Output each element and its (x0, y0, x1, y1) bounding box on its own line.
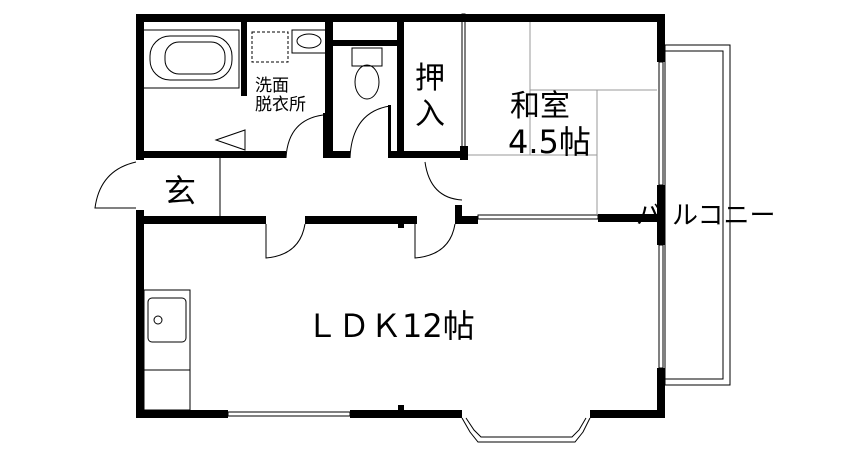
japanese-room-size: 4.5帖 (508, 123, 591, 161)
sink (147, 297, 187, 343)
entrance-label: 玄 (164, 172, 196, 210)
toilet (351, 47, 383, 100)
ldk-door-2 (414, 223, 456, 259)
doors (94, 105, 463, 259)
ldk-label: ＬＤＫ12帖 (306, 307, 475, 345)
bathtub (142, 29, 240, 89)
walls (136, 14, 665, 418)
ldk-door-1 (265, 223, 306, 259)
balcony-label: ルコニー (672, 201, 775, 231)
washroom-label-1: 洗面 (255, 76, 289, 96)
washing-machine (251, 31, 289, 63)
kitchen-counter (143, 289, 191, 411)
entrance-door (94, 161, 137, 209)
japanese-room-door (424, 161, 463, 201)
wash-basin (291, 29, 327, 54)
washroom-door (285, 114, 324, 159)
washroom-label-2: 脱衣所 (255, 95, 306, 115)
balcony-label-prefix: バ (636, 201, 662, 231)
windows (227, 13, 664, 443)
toilet-door (349, 105, 391, 159)
japanese-room-label: 和室 (510, 89, 570, 124)
closet-label-2: 入 (415, 97, 445, 132)
tatami-lines (468, 22, 657, 214)
closet-label-1: 押 (415, 61, 445, 96)
